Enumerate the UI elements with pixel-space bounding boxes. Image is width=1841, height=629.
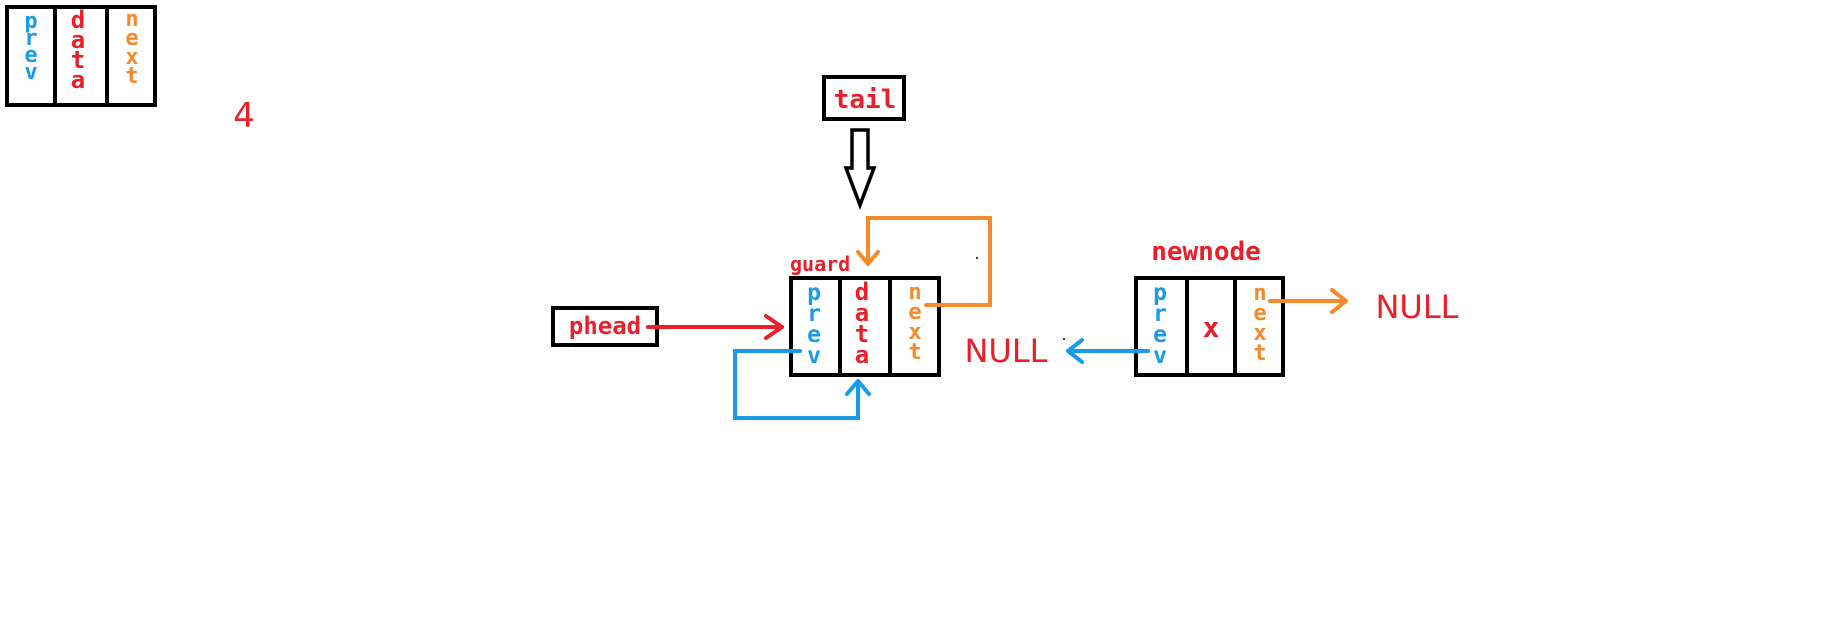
guard-prev-loop: [733, 349, 871, 420]
newnode-prev-arrowhead: [1066, 338, 1084, 364]
newnode-label: newnode: [1151, 237, 1261, 267]
guard-label: guard: [790, 252, 850, 276]
tail-down-arrow: [843, 128, 877, 210]
guard-next-loop-line: [866, 216, 992, 307]
guard-prev-loop-line: [733, 349, 860, 420]
phead-pointer: phead: [551, 306, 784, 347]
stray-dot: [1063, 338, 1065, 340]
guard-node-box: [789, 276, 941, 377]
null-right-label: NULL: [1375, 288, 1458, 326]
tail-pointer: tail: [822, 75, 906, 210]
stray-dot: [976, 257, 978, 259]
new-node-x-value: x: [1203, 311, 1220, 344]
newnode-prev-arrow: [1066, 338, 1150, 364]
guard-next-loop-arrowhead: [856, 250, 880, 266]
tail-box: [822, 75, 906, 121]
guard-prev-loop-arrowhead: [845, 379, 871, 396]
legend-node-box: [5, 5, 157, 107]
tail-label: tail: [834, 85, 897, 115]
guard-next-loop: [856, 216, 992, 307]
phead-arrowhead: [764, 314, 784, 340]
null-left-label: NULL: [964, 332, 1047, 370]
phead-label: phead: [569, 312, 641, 340]
new-node-box: [1134, 276, 1285, 377]
legend-number: 4: [233, 96, 255, 136]
newnode-next-arrow: [1268, 288, 1348, 314]
newnode-next-arrowhead: [1330, 288, 1348, 314]
